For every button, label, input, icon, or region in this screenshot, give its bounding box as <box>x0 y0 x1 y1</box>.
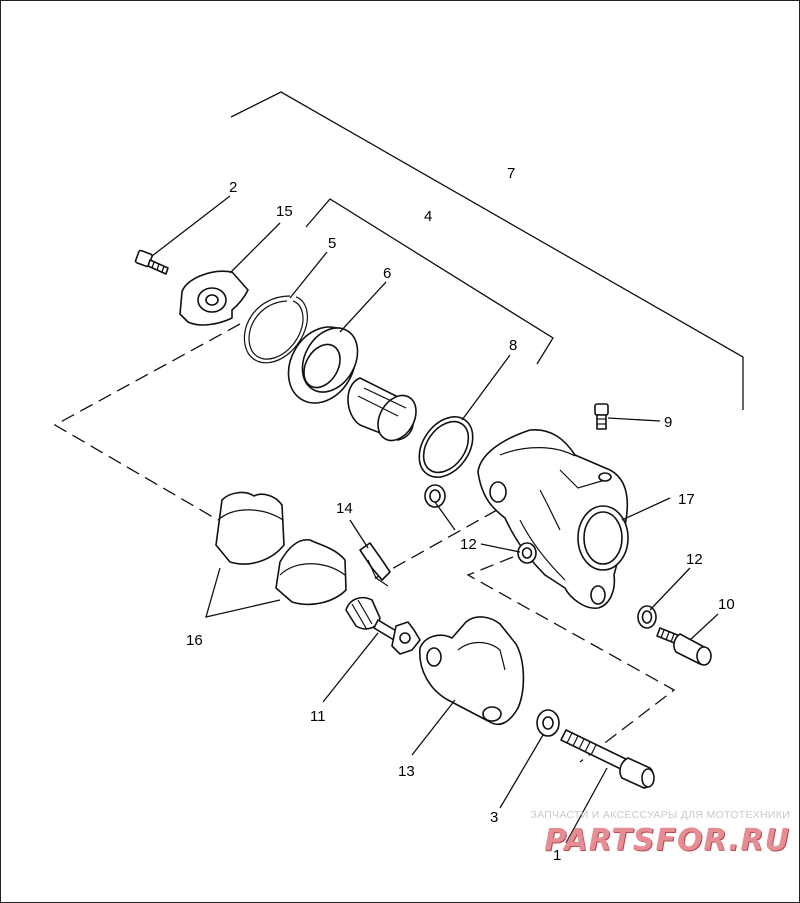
leader-12c <box>649 567 691 611</box>
brake-pad-part-16-left <box>215 491 285 565</box>
leader-5 <box>289 251 328 299</box>
washer-part-3 <box>536 709 560 737</box>
dust-seal-part-6 <box>287 326 359 404</box>
leader-8 <box>461 354 511 421</box>
leader-10 <box>689 613 719 641</box>
bracket-part-13 <box>419 616 525 726</box>
bolt-part-1 <box>560 729 655 789</box>
leader-14 <box>349 519 369 549</box>
bolt-part-2 <box>134 249 169 275</box>
callout-14: 14 <box>336 500 353 517</box>
leader-1 <box>565 767 608 844</box>
brake-pad-part-16-right <box>275 538 347 606</box>
callout-1: 1 <box>553 847 561 864</box>
piston <box>347 377 417 442</box>
alignment-line-left <box>53 323 241 521</box>
leader-17 <box>621 497 671 521</box>
leader-12a <box>434 501 456 531</box>
spring-clip-part-14 <box>359 542 391 587</box>
leader-12b <box>480 543 521 553</box>
alignment-line-clip <box>371 509 498 581</box>
callout-11: 11 <box>310 708 326 725</box>
pin-part-10 <box>656 627 712 666</box>
washer-part-12-lower <box>637 605 657 629</box>
callout-7: 7 <box>507 165 515 182</box>
leader-15 <box>229 222 281 274</box>
slide-pin-part-11 <box>345 596 421 655</box>
callout-16: 16 <box>186 632 203 649</box>
bleeder-screw-part-9 <box>594 403 609 430</box>
callout-12-left: 12 <box>460 536 477 553</box>
callout-17: 17 <box>678 491 695 508</box>
callout-13: 13 <box>398 763 415 780</box>
callout-2: 2 <box>229 179 237 196</box>
callout-5: 5 <box>328 235 336 252</box>
snap-ring-part-5 <box>243 295 308 364</box>
callout-9: 9 <box>664 414 672 431</box>
leader-16 <box>205 567 281 618</box>
callout-10: 10 <box>718 596 735 613</box>
callout-12-right: 12 <box>686 551 703 568</box>
leader-3 <box>499 734 544 809</box>
bracket-4 <box>305 198 554 365</box>
leader-11 <box>322 632 379 703</box>
washer-part-12-upper <box>424 484 446 508</box>
leader-2 <box>151 195 231 257</box>
leader-9 <box>607 417 661 422</box>
callout-8: 8 <box>509 337 517 354</box>
bracket-7 <box>230 91 744 410</box>
alignment-line-bolt <box>466 556 676 763</box>
callout-3: 3 <box>490 809 498 826</box>
leader-13 <box>411 699 456 756</box>
callout-6: 6 <box>383 265 391 282</box>
callout-15: 15 <box>276 203 293 220</box>
leader-6 <box>339 281 387 333</box>
piston-seal-part-8 <box>418 416 474 478</box>
plate-part-15 <box>179 270 249 326</box>
caliper-body-part-17 <box>477 429 629 609</box>
washer-part-12-mid <box>517 542 537 564</box>
callout-4: 4 <box>424 208 432 225</box>
